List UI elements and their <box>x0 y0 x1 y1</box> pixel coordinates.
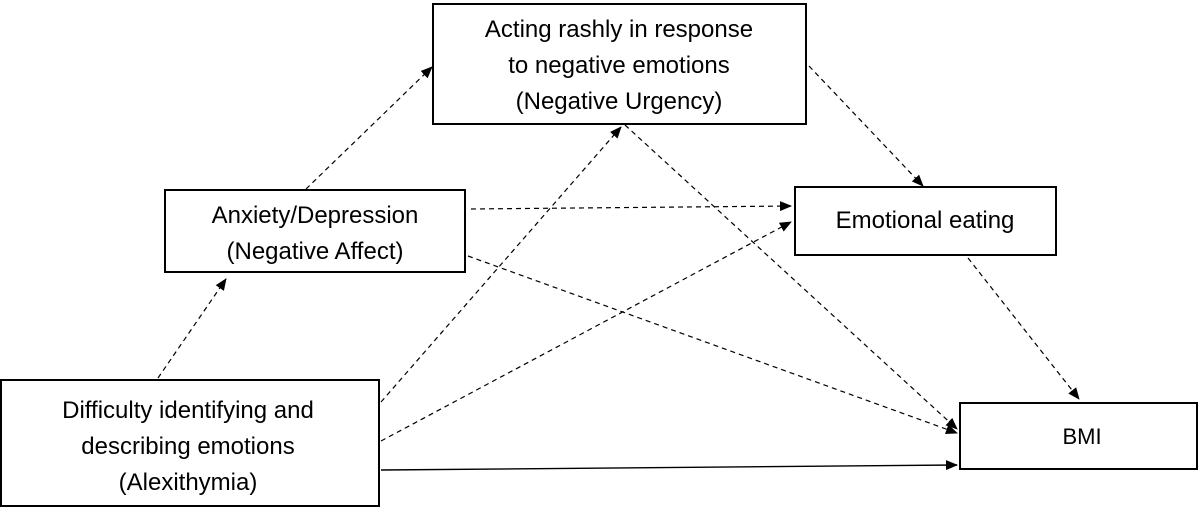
node-negative-affect: Anxiety/Depression (Negative Affect) <box>164 189 466 273</box>
edge-alexithymia-to-emotional-eating <box>380 221 792 442</box>
edge-negative-affect-to-emotional-eating <box>470 201 792 212</box>
node-emotional-eating: Emotional eating <box>794 186 1057 256</box>
node-negative-affect-line1: Anxiety/Depression <box>212 202 419 229</box>
node-alexithymia: Difficulty identifying and describing em… <box>0 379 380 507</box>
node-negative-affect-box <box>164 189 466 273</box>
node-alexithymia-box <box>0 379 380 507</box>
node-alexithymia-line2: describing emotions <box>81 433 294 460</box>
node-negative-urgency-line3: (Negative Urgency) <box>516 88 723 115</box>
edges-group <box>157 65 1080 471</box>
edge-alexithymia-to-negative-affect <box>157 278 227 379</box>
edge-emotional-eating-to-bmi <box>967 257 1080 400</box>
node-negative-urgency: Acting rashly in response to negative em… <box>432 3 807 125</box>
node-negative-affect-line2: (Negative Affect) <box>227 238 404 265</box>
edge-alexithymia-to-negative-urgency <box>380 126 622 403</box>
node-emotional-eating-box <box>794 186 1057 256</box>
edge-negative-urgency-to-emotional-eating <box>808 65 924 187</box>
edge-negative-affect-to-bmi <box>467 255 958 434</box>
edge-negative-affect-to-negative-urgency <box>305 66 433 190</box>
node-negative-urgency-line2: to negative emotions <box>508 52 729 79</box>
node-bmi: BMI <box>959 402 1198 470</box>
node-negative-urgency-box <box>432 3 807 125</box>
node-bmi-line1: BMI <box>1062 424 1101 449</box>
node-alexithymia-line1: Difficulty identifying and <box>62 397 314 424</box>
edge-negative-urgency-to-bmi <box>624 124 958 430</box>
node-alexithymia-line3: (Alexithymia) <box>119 469 258 496</box>
node-negative-urgency-line1: Acting rashly in response <box>485 16 753 43</box>
edge-alexithymia-to-bmi <box>380 460 958 471</box>
node-bmi-box <box>959 402 1198 470</box>
node-emotional-eating-line1: Emotional eating <box>836 207 1015 234</box>
